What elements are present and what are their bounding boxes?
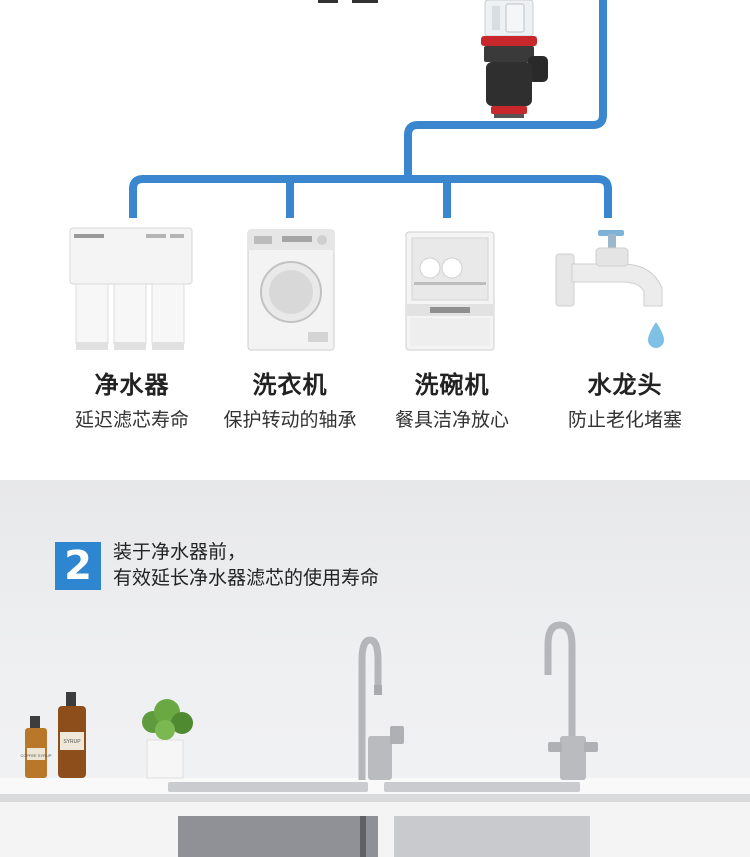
appliance-name: 洗衣机: [252, 371, 328, 399]
water-purifier-icon: [69, 227, 193, 350]
appliance-name: 水龙头: [587, 371, 663, 399]
appliance-desc: 防止老化堵塞: [567, 409, 682, 431]
kitchen-faucet-left: [358, 636, 404, 780]
sink-right: [384, 782, 580, 792]
step-line-1: 装于净水器前，: [113, 541, 247, 563]
step-number-badge: 2: [55, 542, 101, 590]
sink-left: [168, 782, 368, 792]
appliance-faucet: 水龙头 防止老化堵塞: [535, 370, 715, 434]
appliance-name: 洗碗机: [414, 371, 490, 399]
dishwasher-icon: [405, 231, 495, 351]
bottle-large-label: SYRUP: [63, 739, 81, 745]
appliance-washer: 洗衣机 保护转动的轴承: [200, 370, 380, 434]
appliance-dishwasher: 洗碗机 餐具洁净放心: [362, 370, 542, 434]
cropped-text-fragment: [352, 0, 378, 3]
appliance-desc: 延迟滤芯寿命: [74, 409, 189, 431]
kitchen-illustration: COFFEE SYRUP SYRUP: [0, 621, 750, 857]
appliance-desc: 保护转动的轴承: [223, 409, 357, 431]
water-pipe-network: [129, 0, 612, 218]
bottle-small: [25, 716, 47, 778]
main-pipe: [404, 0, 607, 179]
kitchen-faucet-right: [544, 621, 598, 780]
faucet-icon: [555, 230, 664, 348]
bottle-small-label: COFFEE SYRUP: [20, 753, 51, 758]
cropped-text-fragment: [318, 0, 338, 3]
step-description: 装于净水器前， 有效延长净水器滤芯的使用寿命: [113, 539, 379, 591]
washing-machine-icon: [247, 229, 335, 351]
bottle-large: [58, 692, 86, 778]
appliance-name: 净水器: [94, 371, 170, 399]
countertop: [0, 778, 750, 794]
potted-plant: [142, 699, 193, 779]
pre-filter-icon: [481, 0, 548, 118]
distribution-pipe: [129, 175, 612, 218]
kitchen-scene-section: 2 装于净水器前， 有效延长净水器滤芯的使用寿命: [0, 480, 750, 857]
pipe-diagram-section: 净水器 延迟滤芯寿命 洗衣机 保护转动的轴承 洗碗机 餐具洁净放心 水龙头 防止…: [42, 0, 715, 434]
appliance-desc: 餐具洁净放心: [394, 409, 509, 431]
step-line-2: 有效延长净水器滤芯的使用寿命: [113, 567, 380, 589]
appliance-purifier: 净水器 延迟滤芯寿命: [42, 370, 222, 434]
